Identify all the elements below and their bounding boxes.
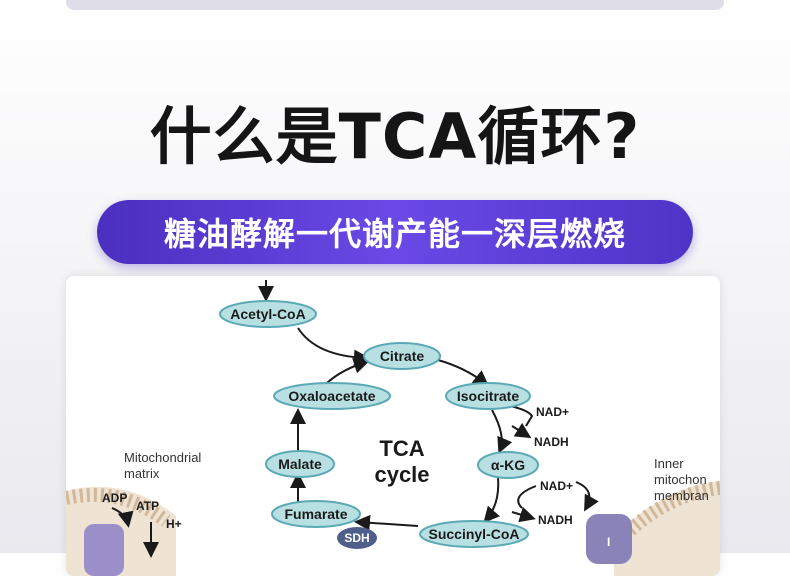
cofactor-nadh-1: NADH <box>534 435 569 449</box>
label-akg: α-KG <box>491 457 525 473</box>
membrane-right: I <box>586 481 720 576</box>
arrow-nad-branch-2 <box>517 485 537 509</box>
arrow-nadh-2 <box>511 506 536 523</box>
arrow-nad-branch-1 <box>509 405 534 427</box>
arrow-nadh-1 <box>511 422 532 439</box>
arrow-akg-succinyl <box>483 477 500 524</box>
membrane-label-line3: membran <box>654 488 709 503</box>
node-fumarate: Fumarate <box>271 500 361 528</box>
node-acetyl-coa: Acetyl-CoA <box>219 300 317 328</box>
cofactor-nad-plus-1: NAD+ <box>536 405 569 419</box>
node-akg: α-KG <box>477 451 539 479</box>
arrow-right-loop <box>575 481 599 512</box>
complex-i <box>586 514 632 564</box>
node-oxaloacetate: Oxaloacetate <box>273 382 391 410</box>
arrow-isocitrate-akg <box>491 409 513 454</box>
center-label-tca: TCA <box>379 436 424 461</box>
arrow-acetyl-citrate <box>297 327 370 366</box>
tca-cycle-diagram: I Acetyl-CoA Citrate <box>66 280 720 576</box>
label-succinyl-coa: Succinyl-CoA <box>428 526 519 542</box>
node-succinyl-coa: Succinyl-CoA <box>419 520 529 548</box>
page-title: 什么是TCA循环? <box>149 100 641 173</box>
label-isocitrate: Isocitrate <box>457 388 519 404</box>
atp-label: ATP <box>136 499 159 513</box>
sdh-label: SDH <box>344 531 369 545</box>
subtitle-text: 糖油酵解一代谢产能一深层燃烧 <box>163 215 626 253</box>
matrix-label-line1: Mitochondrial <box>124 450 201 465</box>
label-oxaloacetate: Oxaloacetate <box>288 388 375 404</box>
subtitle-banner: 糖油酵解一代谢产能一深层燃烧 <box>97 200 693 264</box>
arrow-adp-atp <box>111 507 134 528</box>
complex-i-label: I <box>607 535 610 549</box>
arrow-citrate-isocitrate <box>437 359 490 387</box>
sdh-badge: SDH <box>337 527 377 549</box>
label-malate: Malate <box>278 456 322 472</box>
matrix-label-line2: matrix <box>124 466 160 481</box>
arrow-succinyl-fumarate <box>354 514 419 531</box>
adp-label: ADP <box>102 491 127 505</box>
label-acetyl-coa: Acetyl-CoA <box>230 306 305 322</box>
cofactor-nadh-2: NADH <box>538 513 573 527</box>
h-plus-label: H+ <box>166 517 182 531</box>
cofactor-nad-plus-2: NAD+ <box>540 479 573 493</box>
center-label-cycle: cycle <box>374 462 429 487</box>
membrane-label-line1: Inner <box>654 456 684 471</box>
top-decorative-bar <box>66 0 724 10</box>
diagram-card: I Acetyl-CoA Citrate <box>66 276 720 576</box>
complex-left <box>84 524 124 576</box>
label-fumarate: Fumarate <box>284 506 347 522</box>
node-isocitrate: Isocitrate <box>445 382 531 410</box>
membrane-label-line2: mitochon <box>654 472 707 487</box>
label-citrate: Citrate <box>380 348 425 364</box>
cycle-arrows <box>111 280 599 558</box>
node-malate: Malate <box>265 450 335 478</box>
node-citrate: Citrate <box>363 342 441 370</box>
